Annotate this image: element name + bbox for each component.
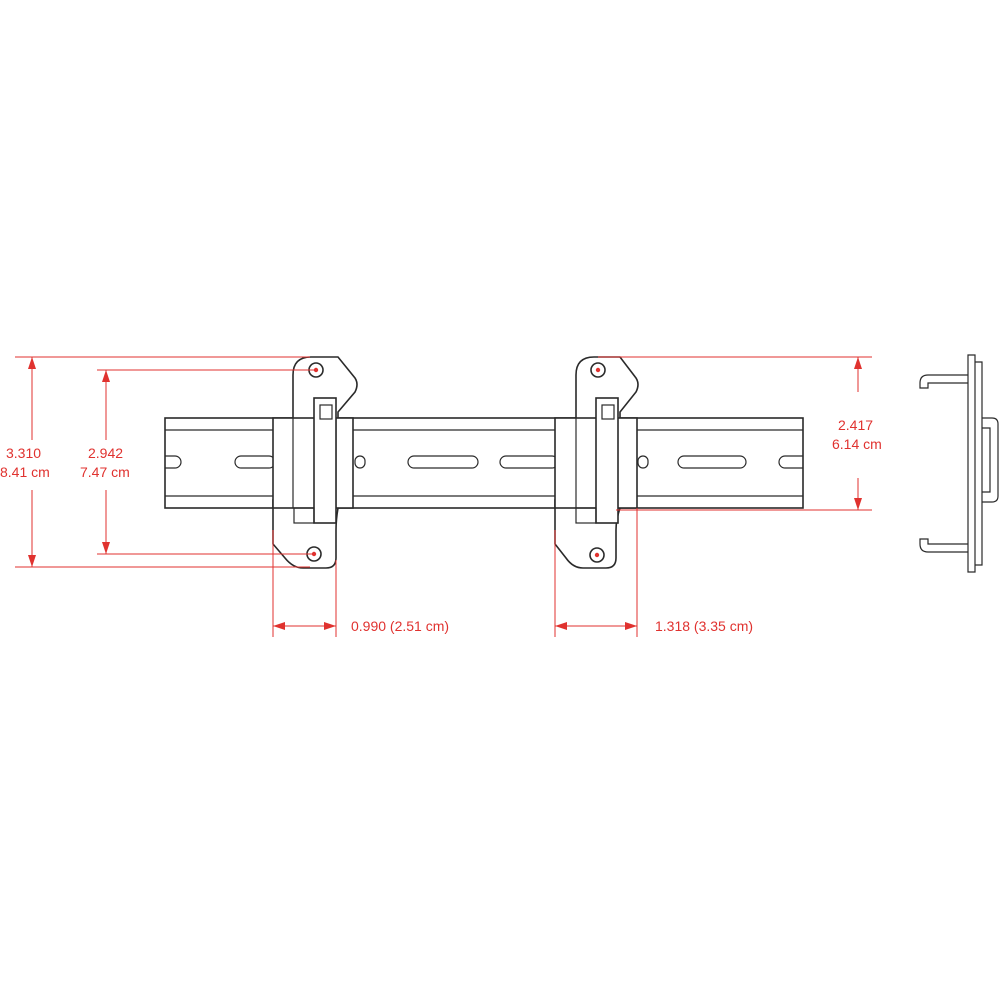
rail-slot	[677, 455, 747, 469]
hole-center-mark	[595, 367, 601, 373]
rail-slot	[165, 455, 182, 469]
rail-slot	[354, 455, 366, 469]
hole-center-mark	[594, 552, 600, 558]
side-view	[919, 354, 999, 573]
right-clip-width-label: 1.318 (3.35 cm)	[655, 618, 753, 634]
rail-slot	[499, 455, 559, 469]
side-view-plate	[967, 354, 976, 573]
overall-height-cm: 8.41 cm	[0, 464, 50, 480]
side-view-top-hook	[919, 374, 968, 389]
dimension-left-clip-width: 0.990 (2.51 cm)	[272, 530, 449, 637]
rail-slot	[637, 455, 649, 469]
arrowhead	[102, 370, 110, 382]
left-clip-body	[272, 417, 354, 509]
arrowhead	[625, 622, 637, 630]
dimension-right-height: 2.417 6.14 cm	[598, 356, 882, 511]
arrowhead	[28, 555, 36, 567]
right-clip-latch-detail	[601, 404, 615, 420]
overall-height-inch: 3.310	[6, 445, 41, 461]
side-view-rail-inner	[982, 427, 991, 493]
hole-spacing-cm: 7.47 cm	[80, 464, 130, 480]
rail-slot	[407, 455, 479, 469]
left-clip-latch	[313, 397, 337, 524]
side-view-plate-back	[975, 361, 983, 566]
side-view-rail-profile	[982, 417, 999, 503]
right-clip-foot	[575, 507, 597, 524]
right-height-inch: 2.417	[838, 417, 873, 433]
left-mounting-clip	[272, 356, 358, 569]
arrowhead	[854, 498, 862, 510]
rail-slot	[234, 455, 276, 469]
arrowhead	[854, 357, 862, 369]
arrowhead	[28, 357, 36, 369]
arrowhead	[324, 622, 336, 630]
right-clip-latch	[595, 397, 619, 524]
rail-outline	[164, 417, 804, 509]
right-mounting-clip	[554, 356, 639, 569]
hole-spacing-inch: 2.942	[88, 445, 123, 461]
right-height-cm: 6.14 cm	[832, 436, 882, 452]
left-clip-width-label: 0.990 (2.51 cm)	[351, 618, 449, 634]
left-clip-foot	[293, 507, 315, 524]
dimension-right-clip-width: 1.318 (3.35 cm)	[554, 508, 753, 637]
hole-center-mark	[313, 367, 319, 373]
hole-center-mark	[311, 551, 317, 557]
dimension-hole-spacing: 2.942 7.47 cm	[80, 369, 316, 555]
din-rail	[164, 417, 804, 509]
arrowhead	[555, 622, 567, 630]
rail-slot	[778, 455, 803, 469]
arrowhead	[273, 622, 285, 630]
dimension-overall-height: 3.310 8.41 cm	[0, 356, 310, 568]
side-view-bottom-hook	[919, 538, 968, 553]
arrowhead	[102, 542, 110, 554]
left-clip-latch-detail	[319, 404, 333, 420]
